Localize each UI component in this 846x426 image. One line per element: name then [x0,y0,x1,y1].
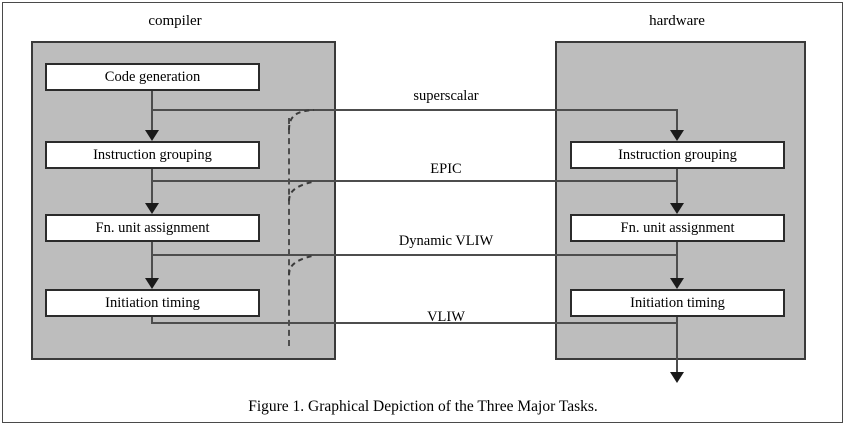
hardware-arrowhead-3 [670,278,684,289]
compiler-task-label: Fn. unit assignment [95,219,210,236]
hardware-task-label: Instruction grouping [618,146,737,163]
connector-line-dynamic-vliw [151,254,678,256]
connector-label-epic: EPIC [430,161,462,177]
compiler-flow-line-3 [151,242,153,281]
hardware-task-initiation-timing[interactable]: Initiation timing [570,289,785,317]
split-branch-curves [288,109,315,276]
column-title-compiler: compiler [148,13,202,29]
compiler-task-fn-unit-assignment[interactable]: Fn. unit assignment [45,214,260,242]
compiler-flow-line-2 [151,169,153,206]
compiler-task-instruction-grouping[interactable]: Instruction grouping [45,141,260,169]
compiler-task-label: Instruction grouping [93,146,212,163]
compiler-arrowhead-3 [145,278,159,289]
compiler-flow-line-4 [151,317,153,324]
compiler-arrowhead-2 [145,203,159,214]
compiler-task-label: Initiation timing [105,294,200,311]
connector-label-vliw: VLIW [427,309,465,325]
connector-label-dynamic-vliw: Dynamic VLIW [398,233,494,249]
hardware-arrowhead-2 [670,203,684,214]
compiler-hardware-split-dashed-line [288,118,290,346]
hardware-arrowhead-1 [670,130,684,141]
connector-line-epic [151,180,678,182]
hardware-flow-line-1 [676,109,678,133]
hardware-task-fn-unit-assignment[interactable]: Fn. unit assignment [570,214,785,242]
hardware-arrowhead-exit [670,372,684,383]
connector-line-vliw [151,322,678,324]
hardware-task-label: Fn. unit assignment [620,219,735,236]
connector-label-superscalar: superscalar [413,88,479,104]
connector-line-superscalar [151,109,678,111]
compiler-task-code-generation[interactable]: Code generation [45,63,260,91]
hardware-flow-line-3 [676,242,678,281]
compiler-task-label: Code generation [104,68,201,85]
compiler-task-initiation-timing[interactable]: Initiation timing [45,289,260,317]
hardware-flow-line-exit [676,317,678,373]
hardware-flow-line-2 [676,169,678,206]
hardware-task-label: Initiation timing [630,294,725,311]
figure-caption: Figure 1. Graphical Depiction of the Thr… [248,398,598,415]
compiler-arrowhead-1 [145,130,159,141]
hardware-task-instruction-grouping[interactable]: Instruction grouping [570,141,785,169]
column-title-hardware: hardware [649,13,705,29]
compiler-flow-line-1 [151,91,153,133]
